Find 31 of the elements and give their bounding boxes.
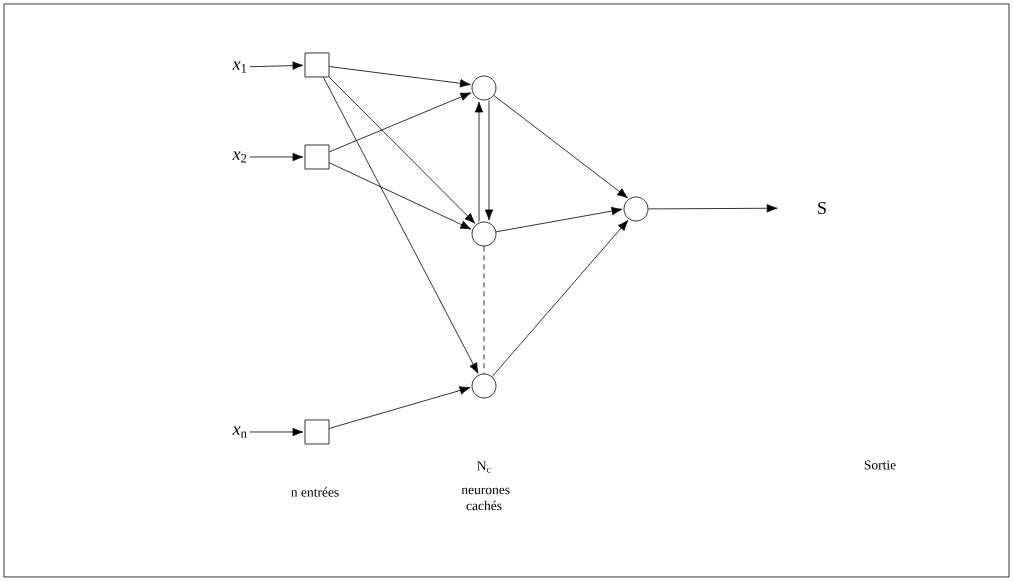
neuron-circle	[471, 75, 497, 101]
neuron-circle	[471, 221, 497, 247]
neuron-circle	[623, 196, 649, 222]
neuron-circle	[471, 373, 497, 399]
input-label: x$_{n}$	[232, 426, 247, 438]
arrow	[648, 204, 778, 213]
arrow	[329, 66, 471, 88]
caption-text: Sortie	[864, 460, 896, 470]
arrow	[328, 76, 476, 224]
arrow	[329, 162, 472, 230]
arrow	[329, 92, 472, 153]
caption-text: neurones cachés	[461, 487, 510, 511]
output-label: S	[818, 201, 826, 215]
arrow	[249, 152, 304, 162]
caption-text: N$_{c}$	[477, 461, 491, 473]
arrow	[329, 386, 471, 429]
arrow	[491, 220, 629, 377]
input-square	[304, 419, 330, 445]
arrow	[484, 99, 494, 221]
arrow	[249, 61, 304, 70]
connection-line	[483, 246, 485, 374]
caption-text: n entrées	[291, 487, 339, 497]
arrow	[249, 427, 304, 437]
arrow	[474, 101, 484, 222]
input-label: x$_{2}$	[232, 151, 247, 163]
arrow	[323, 76, 479, 374]
input-square	[304, 52, 330, 78]
input-square	[304, 144, 330, 170]
input-label: x$_{1}$	[232, 61, 247, 73]
arrow	[495, 206, 623, 233]
arrow	[493, 95, 628, 199]
